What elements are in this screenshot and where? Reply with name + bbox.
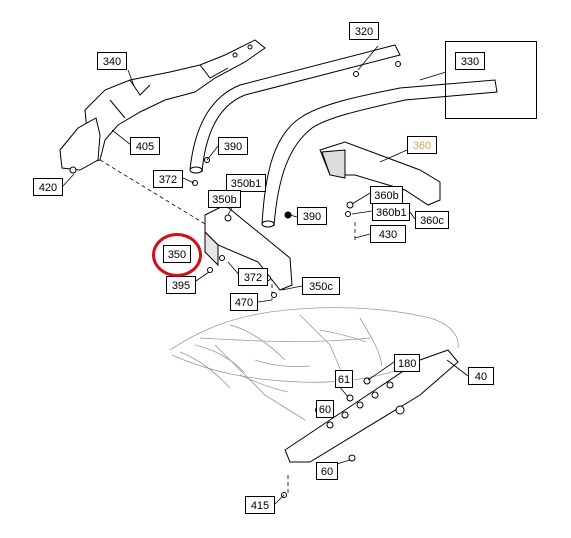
label-360b1: 360b1 xyxy=(372,203,410,221)
side-bracket-assembly xyxy=(59,39,266,174)
label-430: 430 xyxy=(370,225,406,243)
fasteners xyxy=(192,61,401,498)
label-350c: 350c xyxy=(302,277,340,295)
label-395: 395 xyxy=(166,276,196,294)
label-60-upper: 60 xyxy=(316,400,334,418)
label-405: 405 xyxy=(130,137,160,155)
label-40: 40 xyxy=(468,367,494,385)
bracket-360 xyxy=(319,141,441,217)
label-470: 470 xyxy=(230,293,258,311)
label-340: 340 xyxy=(97,52,127,70)
label-360b: 360b xyxy=(370,186,403,204)
label-372-lower: 372 xyxy=(238,268,268,286)
crossmember-40 xyxy=(284,349,459,463)
highlight-circle-350 xyxy=(152,233,202,277)
label-360c: 360c xyxy=(415,211,449,229)
label-420: 420 xyxy=(33,178,63,196)
label-350b1: 350b1 xyxy=(226,174,266,192)
label-390-middle: 390 xyxy=(297,207,327,225)
roll-bar-tube-330 xyxy=(261,79,498,228)
label-330: 330 xyxy=(455,52,485,70)
label-350b: 350b xyxy=(208,190,241,208)
label-372-upper: 372 xyxy=(153,170,183,188)
label-360: 360 xyxy=(407,136,437,154)
callout-box-330 xyxy=(445,41,537,119)
label-60-lower: 60 xyxy=(316,462,338,480)
label-320: 320 xyxy=(349,22,379,40)
label-415: 415 xyxy=(245,496,275,514)
bracket-350 xyxy=(204,204,293,291)
roll-bar-tube-320 xyxy=(189,44,401,174)
label-61: 61 xyxy=(335,370,353,388)
vehicle-body-outline xyxy=(169,307,459,421)
label-180: 180 xyxy=(394,354,420,372)
label-390-upper: 390 xyxy=(218,137,248,155)
